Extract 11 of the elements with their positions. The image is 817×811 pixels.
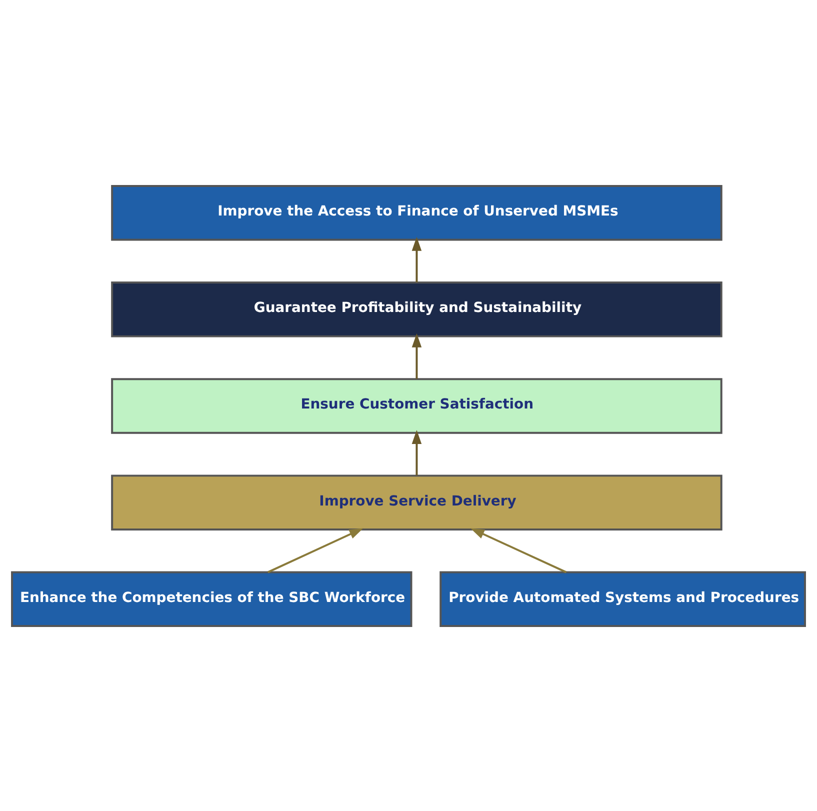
arrow xyxy=(470,528,567,573)
node-box: Enhance the Competencies of the SBC Workforce xyxy=(11,570,412,627)
node-box: Improve Service Delivery xyxy=(111,474,722,530)
arrow xyxy=(412,236,422,282)
arrow xyxy=(412,332,422,378)
node-box: Improve the Access to Finance of Unserved MSMEs xyxy=(111,184,722,240)
node-box: Provide Automated Systems and Procedures xyxy=(440,570,806,627)
arrow xyxy=(412,430,422,475)
arrow xyxy=(268,528,364,573)
node-box: Ensure Customer Satisfaction xyxy=(111,378,722,434)
node-box: Guarantee Profitability and Sustainability xyxy=(111,281,722,337)
